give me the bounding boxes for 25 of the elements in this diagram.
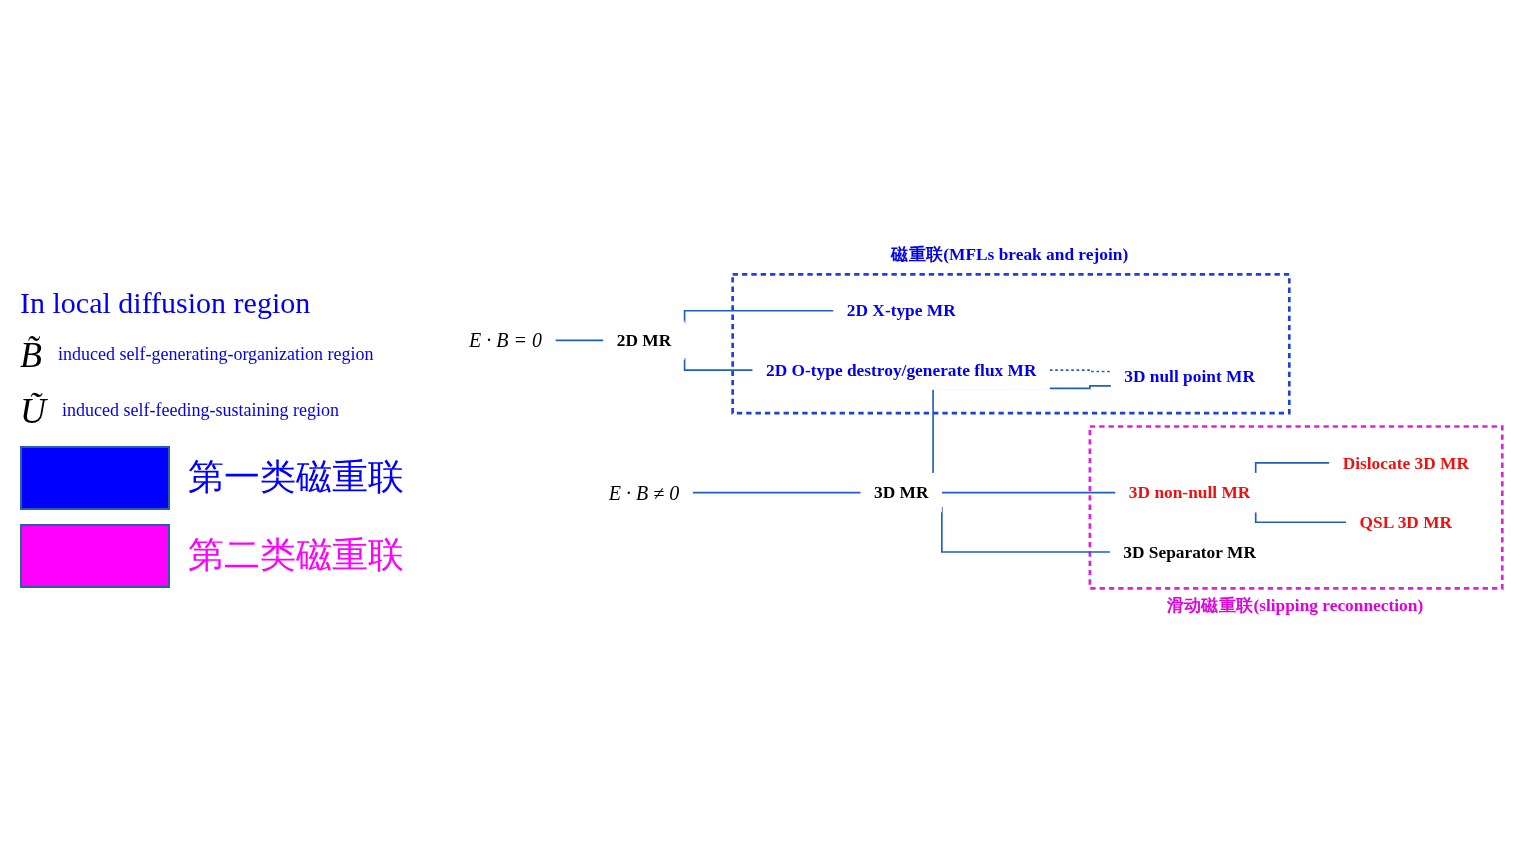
connector (1049, 369, 1112, 373)
section-heading: In local diffusion region (20, 285, 312, 320)
node-text: 2D MR (616, 330, 672, 351)
node-text: 3D null point MR (1124, 367, 1255, 387)
node-text: 3D non-null MR (1128, 483, 1251, 503)
legend-text: 第一类磁重联 (188, 456, 404, 499)
node-text: 3D Separator MR (1123, 542, 1256, 562)
connector (554, 339, 605, 342)
connector (1254, 462, 1331, 474)
node-text: 2D X-type MR (846, 301, 956, 321)
connector (683, 357, 754, 372)
description-text: induced self-generating-organization region (58, 344, 374, 365)
description-text: induced self-feeding-sustaining region (62, 400, 339, 421)
connector (683, 310, 835, 324)
node-text: 3D MR (874, 483, 929, 503)
connector (1254, 511, 1348, 524)
node-text: E · B = 0 (469, 329, 543, 352)
legend-text: 第二类磁重联 (188, 534, 404, 577)
connector (941, 491, 1117, 494)
node-text: QSL 3D MR (1359, 512, 1453, 533)
math-symbol: Ũ (20, 389, 46, 432)
node-text: E · B ≠ 0 (608, 481, 680, 504)
connector (691, 491, 862, 494)
math-symbol: B̃ (20, 333, 42, 376)
node-text: Dislocate 3D MR (1342, 453, 1469, 473)
